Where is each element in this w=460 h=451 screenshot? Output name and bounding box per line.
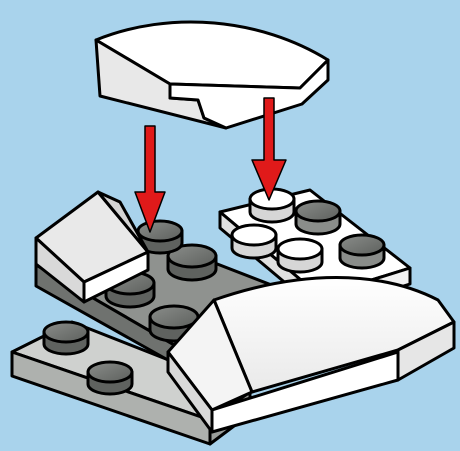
stud xyxy=(232,225,276,258)
stud xyxy=(340,235,384,268)
stud xyxy=(296,201,340,234)
stud xyxy=(44,322,88,354)
stud xyxy=(278,239,322,272)
stud xyxy=(88,362,132,394)
